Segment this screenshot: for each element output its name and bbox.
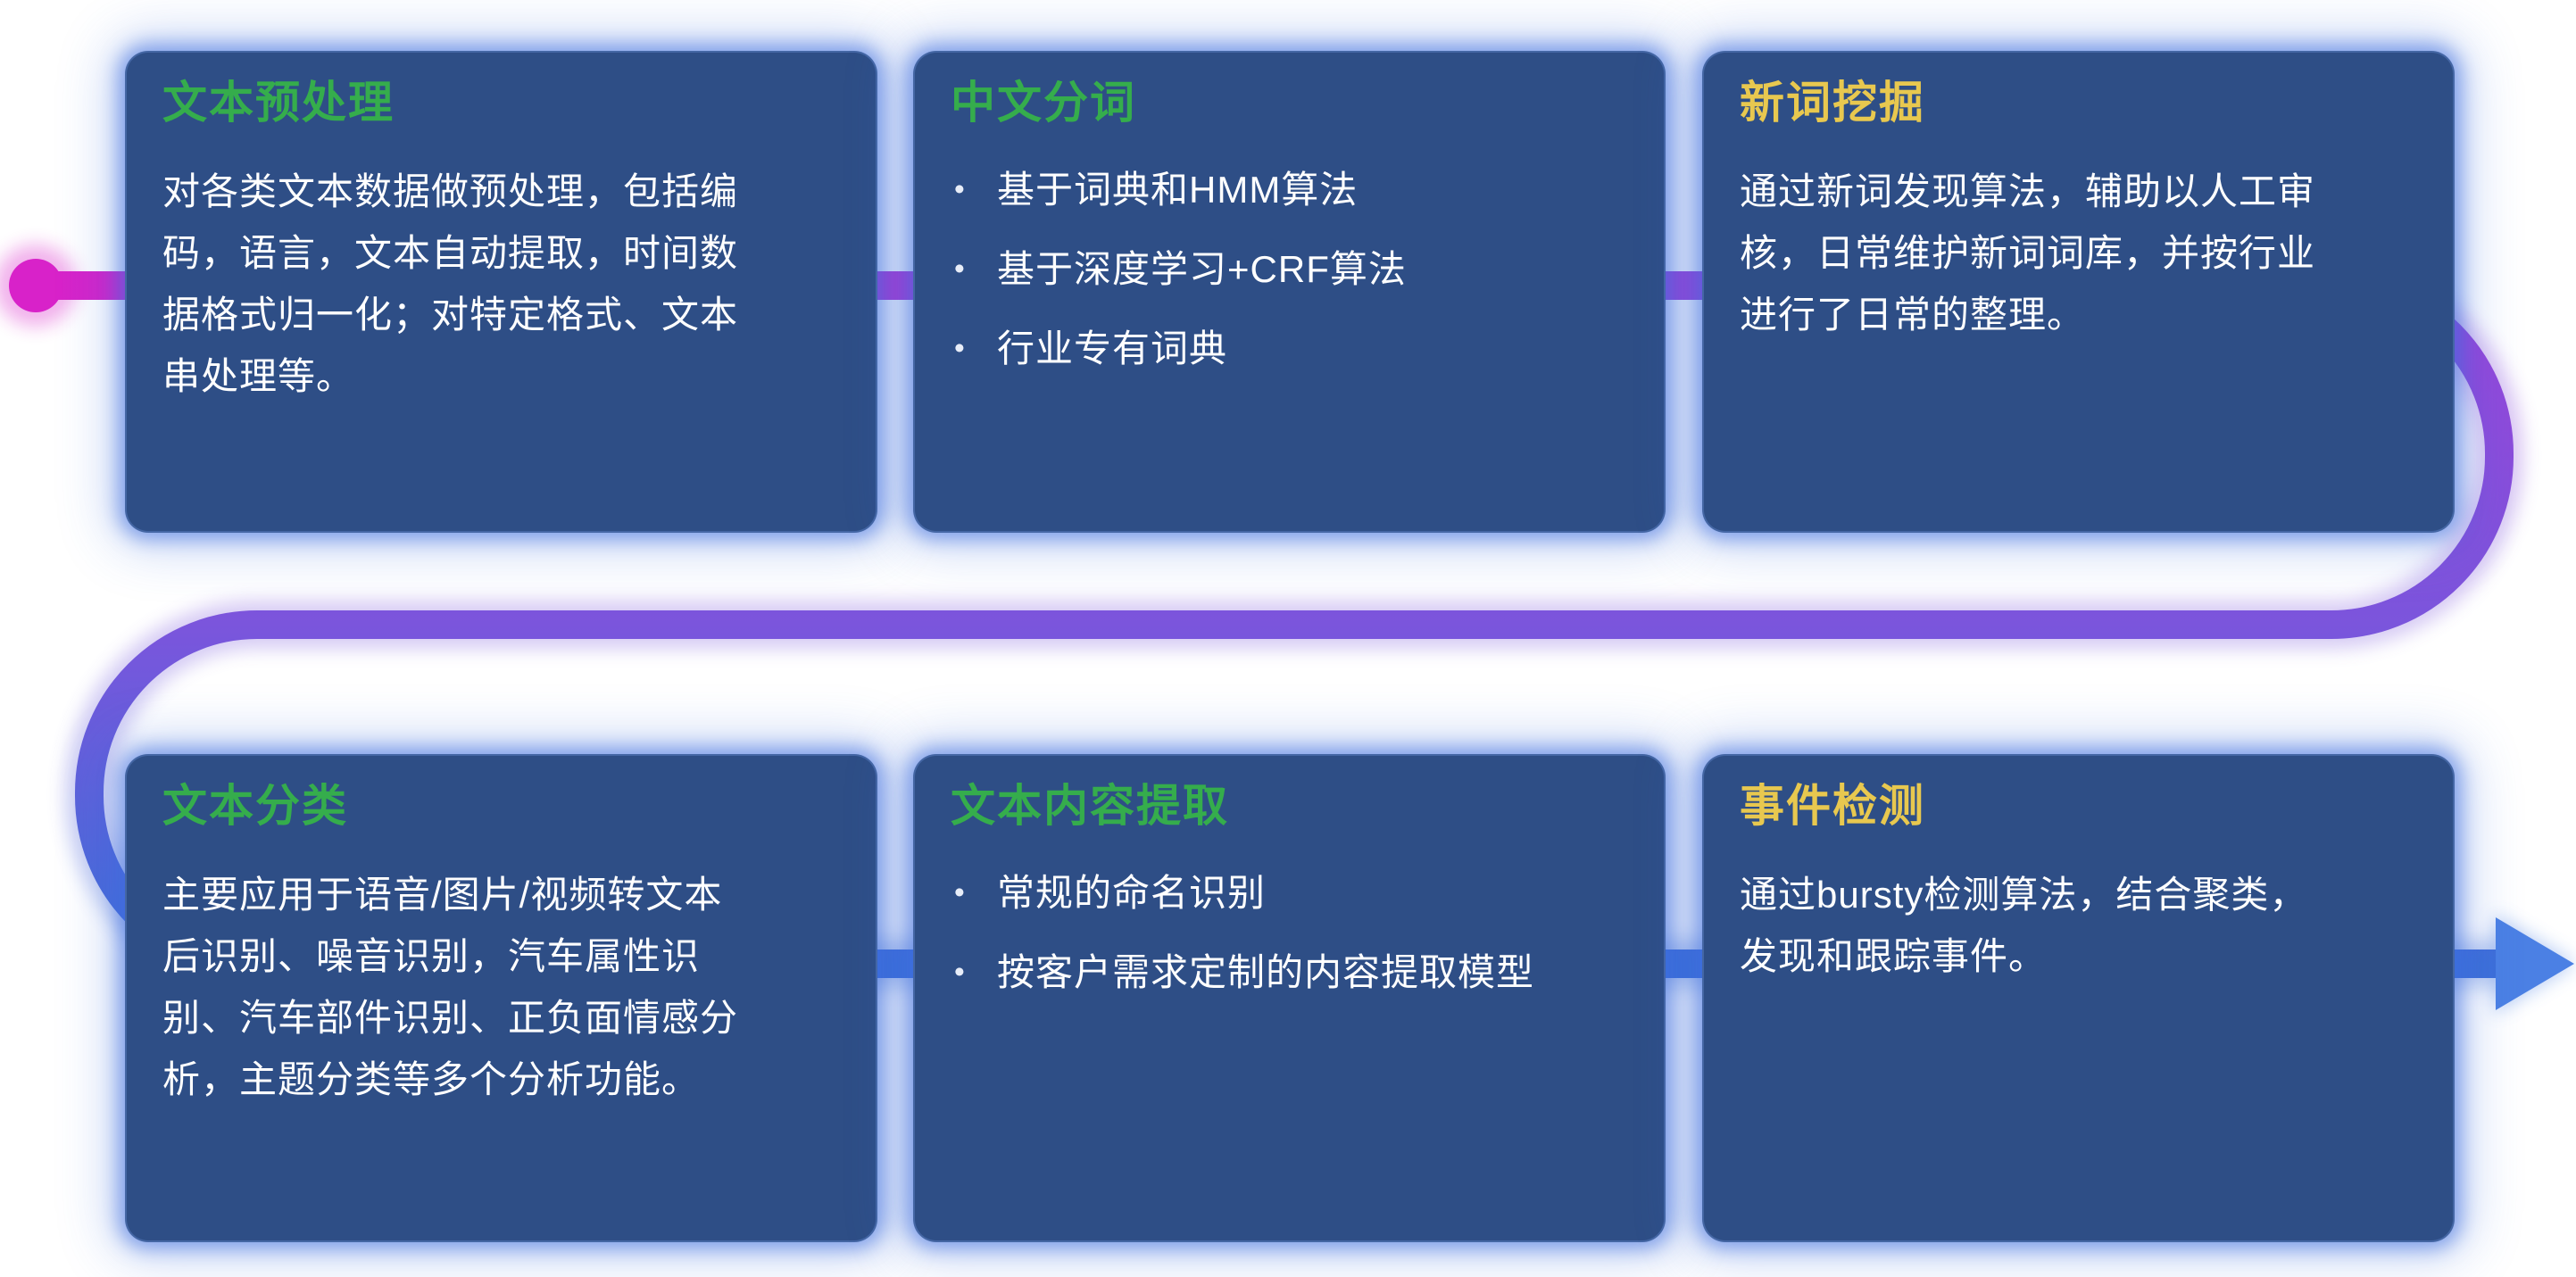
card-body: 主要应用于语音/图片/视频转文本后识别、噪音识别，汽车属性识别、汽车部件识别、正… — [162, 874, 739, 1100]
card-title: 中文分词 — [951, 78, 1136, 128]
flow-start-dot-icon — [9, 259, 62, 312]
card-bullet-list: 常规的命名识别 按客户需求定制的内容提取模型 — [951, 865, 1575, 1001]
flow-line-main — [75, 271, 2514, 978]
card-text-preprocessing: 文本预处理 对各类文本数据做预处理，包括编码，语言，文本自动提取，时间数据格式归… — [125, 51, 877, 533]
card-text-content-extraction: 文本内容提取 常规的命名识别 按客户需求定制的内容提取模型 — [913, 754, 1666, 1242]
card-title: 事件检测 — [1740, 781, 1925, 831]
card-title: 文本预处理 — [162, 78, 395, 128]
card-body: 通过新词发现算法，辅助以人工审核，日常维护新词词库，并按行业进行了日常的整理。 — [1740, 170, 2316, 336]
card-title: 文本分类 — [162, 781, 348, 831]
card-text-classification: 文本分类 主要应用于语音/图片/视频转文本后识别、噪音识别，汽车属性识别、汽车部… — [125, 754, 877, 1242]
bullet-item: 按客户需求定制的内容提取模型 — [951, 944, 1575, 1001]
card-bullet-list: 基于词典和HMM算法 基于深度学习+CRF算法 行业专有词典 — [951, 162, 1575, 377]
card-body: 对各类文本数据做预处理，包括编码，语言，文本自动提取，时间数据格式归一化；对特定… — [162, 170, 739, 397]
flow-arrow-icon — [2496, 917, 2574, 1010]
bullet-item: 常规的命名识别 — [951, 865, 1575, 922]
card-title: 新词挖掘 — [1740, 78, 1925, 128]
card-title: 文本内容提取 — [951, 781, 1229, 831]
bullet-item: 基于词典和HMM算法 — [951, 162, 1575, 219]
bullet-item: 基于深度学习+CRF算法 — [951, 241, 1575, 298]
card-body: 通过bursty检测算法，结合聚类，发现和跟踪事件。 — [1740, 874, 2308, 977]
card-chinese-word-segmentation: 中文分词 基于词典和HMM算法 基于深度学习+CRF算法 行业专有词典 — [913, 51, 1666, 533]
card-event-detection: 事件检测 通过bursty检测算法，结合聚类，发现和跟踪事件。 — [1702, 754, 2455, 1242]
card-new-word-mining: 新词挖掘 通过新词发现算法，辅助以人工审核，日常维护新词词库，并按行业进行了日常… — [1702, 51, 2455, 533]
bullet-item: 行业专有词典 — [951, 320, 1575, 377]
